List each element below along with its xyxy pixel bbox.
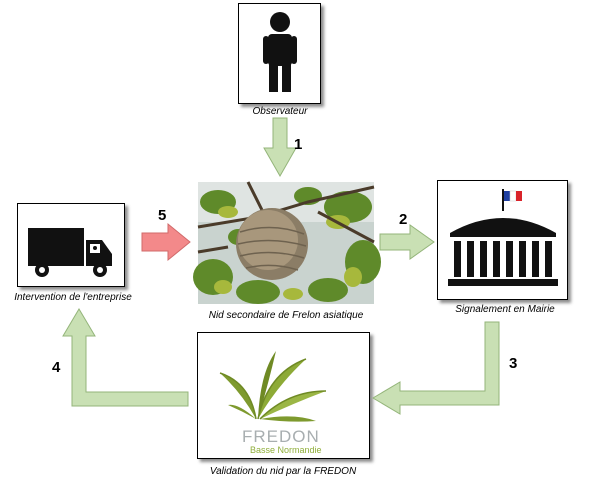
arrow-4 [62,308,189,407]
step-3-label: 3 [509,355,518,372]
fredon-caption: Validation du nid par la FREDON [209,466,357,477]
nest-caption: Nid secondaire de Frelon asiatique [208,310,364,321]
observer-caption: Observateur [252,106,308,117]
step-1-label: 1 [294,136,303,153]
arrow-1 [263,117,297,178]
arrow-3 [372,321,500,415]
fredon-logo [219,351,327,422]
fredon-box: FREDON Basse Normandie [197,332,370,459]
arrow-5 [141,222,191,262]
entreprise-caption: Intervention de l'entreprise [14,292,132,303]
mairie-box [437,180,568,300]
hornet-nest-photo [193,181,381,304]
entreprise-box [17,203,125,287]
nest-photo [193,181,381,304]
step-5-label: 5 [158,207,167,224]
fredon-logo-subtitle: Basse Normandie [250,445,322,455]
step-4-label: 4 [52,359,61,376]
town-hall-icon [448,189,558,286]
truck-icon [28,228,112,277]
fredon-logo-title: FREDON [242,427,320,446]
arrow-2 [379,224,435,260]
person-icon [263,12,297,92]
step-2-label: 2 [399,211,408,228]
observer-box [238,3,321,104]
mairie-caption: Signalement en Mairie [455,304,555,315]
